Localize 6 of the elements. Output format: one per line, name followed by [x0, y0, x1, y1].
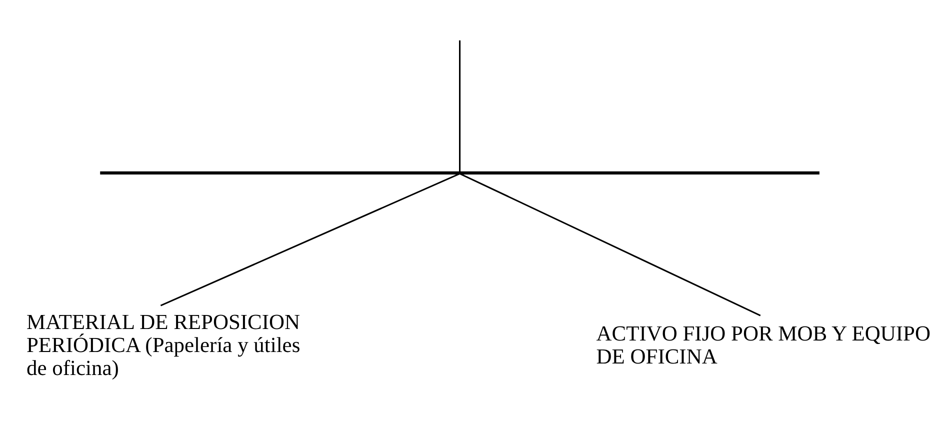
node-bar [100, 171, 820, 174]
node-text: MATERIAL DE REPOSICION PERIÓDICA (Papelería y útiles de oficina) [26, 310, 300, 380]
connector [160, 172, 460, 306]
node-text: ACTIVO FIJO POR MOB Y EQUIPO DE OFICINA [596, 321, 930, 368]
connector [459, 40, 461, 172]
connector [459, 172, 761, 316]
